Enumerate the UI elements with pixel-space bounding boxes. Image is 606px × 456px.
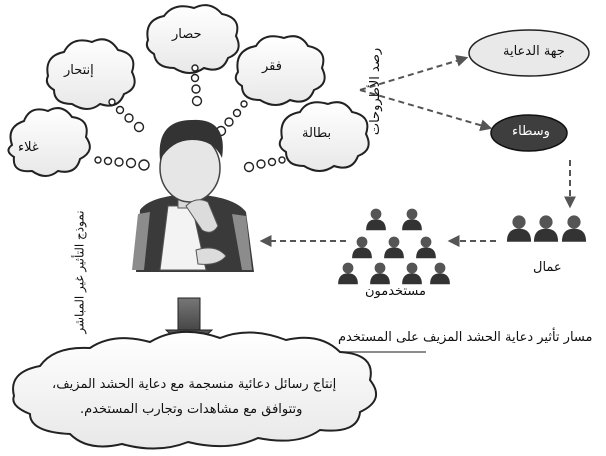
user-icon bbox=[430, 262, 450, 285]
user-icon bbox=[402, 208, 422, 231]
user-icon bbox=[366, 208, 386, 231]
monitor-arrows bbox=[359, 55, 493, 132]
worker-icon bbox=[533, 215, 559, 242]
user-icon bbox=[384, 236, 404, 259]
outcome-line-1: إنتاج رسائل دعائية منسجمة مع دعاية الحشد… bbox=[52, 377, 337, 392]
thought-cloud-suicide bbox=[45, 38, 136, 110]
thought-label-poverty: فقر bbox=[262, 59, 282, 74]
thought-dots bbox=[94, 64, 286, 173]
mediators-label: وسطاء bbox=[512, 124, 550, 139]
user-icon bbox=[370, 262, 390, 285]
thinking-person bbox=[132, 119, 254, 272]
outcome-line-2: وتتوافق مع مشاهدات وتجارب المستخدم. bbox=[80, 402, 303, 417]
users-label: مستخدمون bbox=[365, 284, 426, 299]
thought-label-siege: حصار bbox=[172, 27, 202, 42]
thought-cloud-unemployment bbox=[278, 101, 370, 172]
mediators-ellipse bbox=[490, 114, 568, 152]
influence-path-caption: مسار تأثير دعاية الحشد المزيف على المستخ… bbox=[338, 330, 593, 345]
workers-label: عمال bbox=[533, 260, 562, 275]
thought-cloud-high-prices bbox=[7, 107, 91, 177]
thought-label-unemployment: بطالة bbox=[302, 126, 332, 141]
user-icon bbox=[402, 262, 422, 285]
model-title: نموذج التأثير غير المباشر bbox=[72, 210, 87, 334]
user-icon bbox=[352, 236, 372, 259]
thought-label-suicide: إنتحار bbox=[64, 63, 94, 78]
thought-cloud-siege bbox=[145, 4, 240, 74]
worker-icon bbox=[561, 215, 587, 242]
user-icon bbox=[416, 236, 436, 259]
thought-cloud-poverty bbox=[234, 35, 326, 106]
monitor-label: رصد الأطروحات bbox=[368, 47, 384, 136]
users-group bbox=[338, 208, 450, 285]
outcome-cloud bbox=[12, 330, 378, 450]
user-icon bbox=[338, 262, 358, 285]
thought-label-high-prices: غلاء bbox=[18, 140, 39, 155]
worker-icon bbox=[506, 215, 532, 242]
propaganda-label: جهة الدعاية bbox=[503, 44, 565, 59]
workers-group bbox=[506, 215, 587, 242]
propaganda-ellipse bbox=[468, 29, 590, 77]
